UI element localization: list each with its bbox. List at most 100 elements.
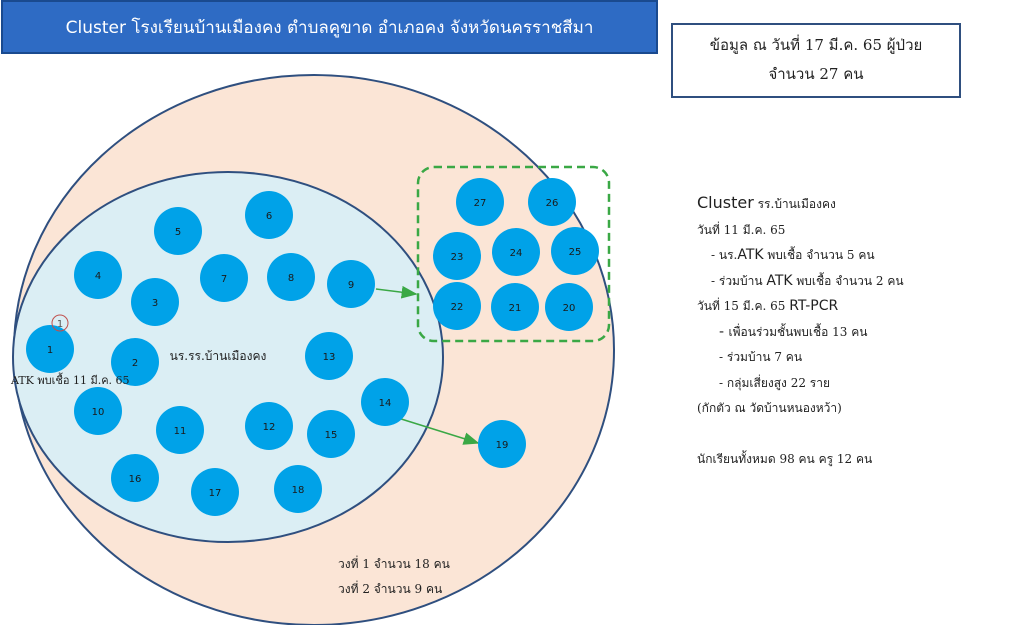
case-node-circle: [111, 454, 159, 502]
case-node-label: 12: [263, 422, 276, 433]
case-node-circle: [492, 228, 540, 276]
case-node-circle: [154, 207, 202, 255]
case-node-label: 11: [174, 426, 187, 437]
notes-line-1-b: ATK: [737, 247, 764, 263]
case-node-label: 10: [92, 407, 105, 418]
case-node-circle: [131, 278, 179, 326]
case-node-label: 1: [47, 345, 53, 356]
notes-line-5: - กลุ่มเสี่ยงสูง 22 ราย: [719, 375, 831, 390]
case-node-label: 9: [348, 280, 354, 291]
case-node-label: 26: [546, 198, 559, 209]
case-node-25: 25: [551, 227, 599, 275]
case-node-circle: [545, 283, 593, 331]
case-node-13: 13: [305, 332, 353, 380]
case-node-3: 3: [131, 278, 179, 326]
case-node-label: 2: [132, 358, 138, 369]
case-node-1: 1: [26, 325, 74, 373]
notes-heading-en: Cluster: [697, 193, 754, 212]
notes-date-2-b: RT-PCR: [789, 298, 839, 314]
case-node-label: 24: [510, 248, 523, 259]
case-node-10: 10: [74, 387, 122, 435]
case-node-2: 2: [111, 338, 159, 386]
case-node-26: 26: [528, 178, 576, 226]
case-node-label: 13: [323, 352, 336, 363]
small-marker-circle: [51, 314, 69, 332]
case-node-label: 14: [379, 398, 392, 409]
small-marker-label: 1: [57, 319, 63, 330]
info-box: ข้อมูล ณ วันที่ 17 มี.ค. 65 ผู้ป่วย จำนว…: [671, 23, 961, 98]
case-node-23: 23: [433, 232, 481, 280]
case-node-label: 7: [221, 274, 227, 285]
arrow-14-to-19: [397, 417, 480, 445]
title-banner: Cluster โรงเรียนบ้านเมืองคง ตำบลคูขาด อำ…: [1, 0, 658, 54]
notes-line-3: - เพื่อนร่วมชั้นพบเชื้อ 13 คน: [697, 320, 904, 346]
case-node-22: 22: [433, 282, 481, 330]
case-node-circle: [191, 468, 239, 516]
case-node-circle: [74, 387, 122, 435]
case-node-label: 25: [569, 247, 582, 258]
case-node-circle: [528, 178, 576, 226]
case-node-20: 20: [545, 283, 593, 331]
case-node-label: 8: [288, 273, 294, 284]
notes-date-1: วันที่ 11 มี.ค. 65: [697, 222, 786, 237]
notes-date-2-a: วันที่ 15 มี.ค. 65: [697, 299, 790, 313]
notes-heading-th: รร.บ้านเมืองคง: [753, 197, 836, 211]
wave2-group-box: [416, 165, 611, 343]
case-node-label: 22: [451, 302, 464, 313]
case-node-circle: [456, 178, 504, 226]
case-node-label: 27: [474, 198, 487, 209]
case-node-label: 15: [325, 430, 338, 441]
notes-line-2-c: พบเชื้อ จำนวน 2 คน: [792, 273, 904, 288]
case-node-circle: [307, 410, 355, 458]
atk-note: ATK พบเชื้อ 11 มี.ค. 65: [11, 374, 130, 387]
notes-date-2: วันที่ 15 มี.ค. 65 RT-PCR: [697, 294, 904, 320]
case-node-label: 5: [175, 227, 181, 238]
case-node-27: 27: [456, 178, 504, 226]
notes-line-2-b: ATK: [766, 272, 793, 289]
case-node-17: 17: [191, 468, 239, 516]
case-node-15: 15: [307, 410, 355, 458]
notes-spacer: [697, 422, 904, 447]
case-node-9: 9: [327, 260, 375, 308]
case-node-circle: [74, 251, 122, 299]
info-line-1: ข้อมูล ณ วันที่ 17 มี.ค. 65 ผู้ป่วย: [709, 36, 923, 54]
case-node-circle: [361, 378, 409, 426]
notes-line-7: นักเรียนทั้งหมด 98 คน ครู 12 คน: [697, 451, 873, 466]
case-node-circle: [156, 406, 204, 454]
case-node-6: 6: [245, 191, 293, 239]
case-node-circle: [245, 191, 293, 239]
case-node-circle: [433, 232, 481, 280]
case-node-circle: [327, 260, 375, 308]
notes-line-4: - ร่วมบ้าน 7 คน: [719, 350, 803, 364]
case-node-label: 6: [266, 211, 272, 222]
inner-circle-label: นร.รร.บ้านเมืองคง: [170, 349, 267, 363]
notes-line-3-a: -: [719, 323, 729, 340]
case-node-24: 24: [492, 228, 540, 276]
case-node-label: 17: [209, 488, 222, 499]
case-node-circle: [433, 282, 481, 330]
case-node-14: 14: [361, 378, 409, 426]
case-node-circle: [111, 338, 159, 386]
case-node-circle: [274, 465, 322, 513]
case-node-5: 5: [154, 207, 202, 255]
case-node-circle: [267, 253, 315, 301]
case-node-12: 12: [245, 402, 293, 450]
case-node-label: 3: [152, 298, 158, 309]
case-node-label: 21: [509, 303, 522, 314]
wave-1-label: วงที่ 1 จำนวน 18 คน: [338, 557, 450, 571]
notes-line-2-a: - ร่วมบ้าน: [711, 273, 767, 288]
notes-line-1-a: - นร.: [711, 248, 738, 262]
case-node-circle: [245, 402, 293, 450]
case-node-21: 21: [491, 283, 539, 331]
case-node-7: 7: [200, 254, 248, 302]
wave-2-label: วงที่ 2 จำนวน 9 คน: [338, 582, 443, 596]
case-node-label: 18: [292, 485, 305, 496]
case-node-circle: [478, 420, 526, 468]
notes-line-1: - นร.ATK พบเชื้อ จำนวน 5 คน: [697, 243, 904, 269]
case-node-circle: [200, 254, 248, 302]
notes-line-3-b: เพื่อนร่วมชั้นพบเชื้อ 13 คน: [728, 324, 868, 339]
notes-line-1-c: พบเชื้อ จำนวน 5 คน: [763, 248, 875, 262]
arrow-9-to-group: [375, 285, 418, 299]
